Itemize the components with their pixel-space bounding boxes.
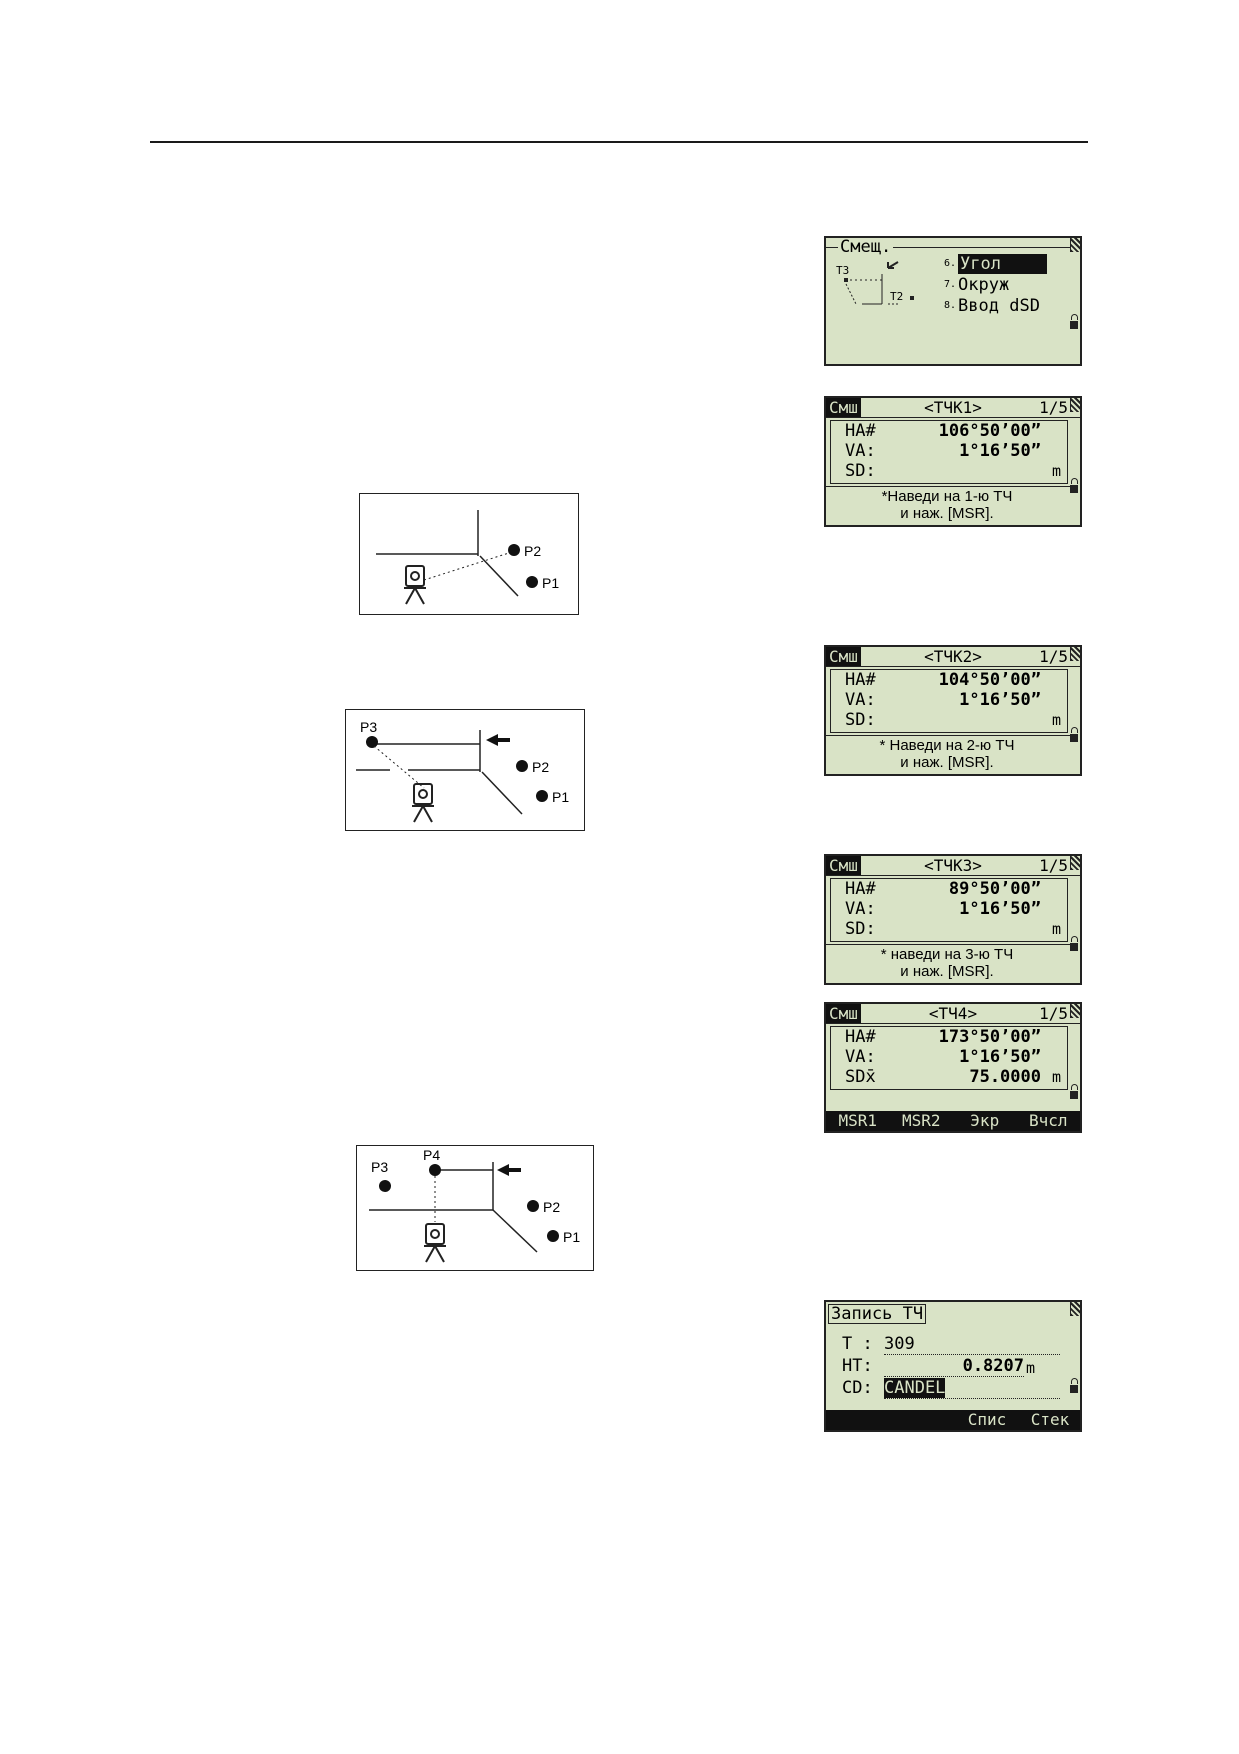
lock-icon xyxy=(1070,478,1079,500)
lock-icon xyxy=(1070,727,1079,749)
total-station-icon xyxy=(404,565,426,605)
softkey-display[interactable]: Экр xyxy=(970,1111,1000,1130)
instruction-line-1: *Наведи на 1-ю ТЧ xyxy=(881,488,1013,505)
total-station-icon xyxy=(412,783,434,823)
menu-item-input-dsd[interactable]: 8.Ввод dSD xyxy=(944,296,1040,316)
lock-icon xyxy=(1070,1084,1079,1106)
instruction-line-1: * наведи на 3-ю ТЧ xyxy=(880,946,1014,963)
record-point-screen: Запись ТЧ Т : 309 HT: 0.8207 m CD: CANDE… xyxy=(824,1300,1082,1432)
va-value: 1°16’50” xyxy=(959,1047,1041,1067)
ht-label: HT: xyxy=(842,1356,873,1376)
softkey-bar: Спис Стек xyxy=(826,1410,1080,1430)
page-indicator: 1/5 xyxy=(1039,856,1068,875)
screen-title: <ТЧК2> xyxy=(924,647,982,666)
measurement-box: HA#89°50’00” VA:1°16’50” SD:m xyxy=(830,878,1068,942)
softkey-calc[interactable]: Вчсл xyxy=(1028,1111,1068,1130)
cd-label: CD: xyxy=(842,1378,873,1398)
ha-value: 104°50’00” xyxy=(938,670,1041,690)
mode-tag: Смш xyxy=(826,647,861,666)
lock-icon xyxy=(1070,1378,1079,1400)
offset-menu-screen: Смещ. Т3 Т2 6.Угол 7.Окруж 8.Ввод dSD xyxy=(824,236,1082,366)
va-value: 1°16’50” xyxy=(959,899,1041,919)
va-value: 1°16’50” xyxy=(959,690,1041,710)
ha-value: 106°50’00” xyxy=(938,421,1041,441)
page-indicator: 1/5 xyxy=(1039,398,1068,417)
mode-tag: Смш xyxy=(826,398,861,417)
code-field[interactable]: CANDEL xyxy=(884,1378,1060,1399)
p2-label: P2 xyxy=(524,543,541,559)
point2-screen: Смш <ТЧК2> 1/5 HA#104°50’00” VA:1°16’50” S… xyxy=(824,645,1082,776)
softkey-list[interactable]: Спис xyxy=(967,1410,1007,1429)
instruction-line-2: и наж. [MSR]. xyxy=(900,505,994,522)
scroll-indicator-icon xyxy=(1070,1004,1080,1018)
softkey-stack[interactable]: Стек xyxy=(1030,1410,1070,1429)
scroll-indicator-icon xyxy=(1070,398,1080,412)
record-title: Запись ТЧ xyxy=(828,1304,927,1324)
softkey-msr1[interactable]: MSR1 xyxy=(838,1111,878,1130)
p1-label: P1 xyxy=(563,1229,580,1245)
menu-item-angle[interactable]: 6.Угол xyxy=(944,254,1047,274)
ha-value: 89°50’00” xyxy=(948,879,1041,899)
t-label: Т : xyxy=(842,1334,873,1354)
p1-label: P1 xyxy=(542,575,559,591)
t3-label: Т3 xyxy=(836,264,849,277)
ht-unit: m xyxy=(1026,1359,1036,1377)
scroll-indicator-icon xyxy=(1070,647,1080,661)
scroll-indicator-icon xyxy=(1070,1302,1080,1316)
measurement-box: HA#106°50’00” VA:1°16’50” SD:m xyxy=(830,420,1068,484)
p3-label: P3 xyxy=(360,719,377,735)
screen-title: <ТЧ4> xyxy=(928,1004,978,1023)
scroll-indicator-icon xyxy=(1070,238,1080,252)
p2-label: P2 xyxy=(532,759,549,775)
instruction-line-2: и наж. [MSR]. xyxy=(900,754,994,771)
point3-screen: Смш <ТЧК3> 1/5 HA#89°50’00” VA:1°16’50” SD… xyxy=(824,854,1082,985)
sketch-target-p1-p2: P2 P1 xyxy=(359,493,579,615)
va-value: 1°16’50” xyxy=(959,441,1041,461)
instruction-line-2: и наж. [MSR]. xyxy=(900,963,994,980)
p2-label: P2 xyxy=(543,1199,560,1215)
page-indicator: 1/5 xyxy=(1039,1004,1068,1023)
page-indicator: 1/5 xyxy=(1039,647,1068,666)
scroll-indicator-icon xyxy=(1070,856,1080,870)
point1-screen: Смш <ТЧК1> 1/5 HA#106°50’00” VA:1°16’50” S… xyxy=(824,396,1082,527)
screen-title: <ТЧК3> xyxy=(924,856,982,875)
softkey-bar: MSR1 MSR2 Экр Вчсл xyxy=(826,1111,1080,1131)
instruction-line-1: * Наведи на 2-ю ТЧ xyxy=(879,737,1015,754)
p1-label: P1 xyxy=(552,789,569,805)
p3-label: P3 xyxy=(371,1159,388,1175)
lock-icon xyxy=(1070,314,1079,336)
header-rule xyxy=(150,141,1088,143)
p4-label: P4 xyxy=(423,1147,440,1163)
menu-item-circle[interactable]: 7.Окруж xyxy=(944,275,1010,295)
angle-offset-diagram: Т3 Т2 xyxy=(836,261,914,305)
measurement-box: HA#104°50’00” VA:1°16’50” SD:m xyxy=(830,669,1068,733)
mode-tag: Смш xyxy=(826,856,861,875)
sketch-target-p4: P3 P4 P2 P1 xyxy=(356,1145,594,1271)
point-name-field[interactable]: 309 xyxy=(884,1334,1060,1355)
target-height-field[interactable]: 0.8207 xyxy=(884,1356,1024,1377)
mode-tag: Смш xyxy=(826,1004,861,1023)
sketch-target-p3: P3 P2 P1 xyxy=(345,709,585,831)
point4-screen: Смш <ТЧ4> 1/5 HA#173°50’00” VA:1°16’50” SD… xyxy=(824,1002,1082,1133)
lock-icon xyxy=(1070,936,1079,958)
t2-label: Т2 xyxy=(890,290,903,303)
total-station-icon xyxy=(424,1223,446,1263)
sd-value: 75.0000 xyxy=(969,1067,1041,1087)
screen-title: <ТЧК1> xyxy=(924,398,982,417)
menu-title: Смещ. xyxy=(838,237,894,257)
ha-value: 173°50’00” xyxy=(938,1027,1041,1047)
softkey-msr2[interactable]: MSR2 xyxy=(901,1111,941,1130)
